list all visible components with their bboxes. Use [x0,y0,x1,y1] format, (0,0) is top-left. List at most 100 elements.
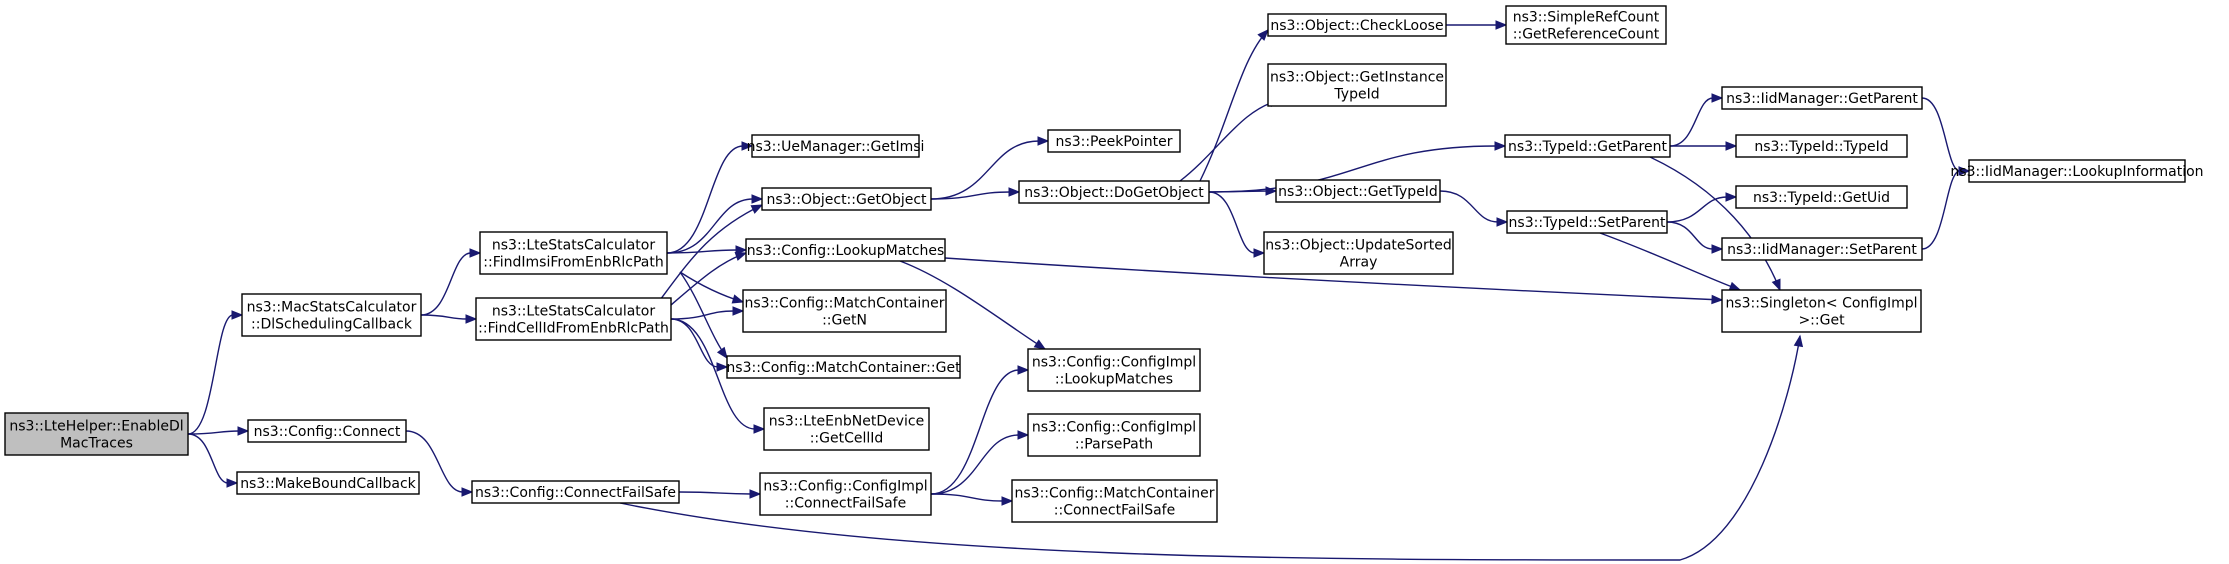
arrowhead-icon [1711,93,1724,103]
node-ns3-singleton-configimpl-get[interactable]: ns3::Singleton< ConfigImpl >::Get [1721,289,1922,333]
node-ns3-config-configimpl-parsepath[interactable]: ns3::Config::ConfigImpl::ParsePath [1027,413,1201,457]
node-ns3-macstatscalculator-dlschedulingcallback[interactable]: ns3::MacStatsCalculator::DlSchedulingCal… [241,293,422,337]
node-ns3-simplerefcount-getreferencecount[interactable]: ns3::SimpleRefCount::GetReferenceCount [1505,5,1667,45]
node-label: ::FindCellIdFromEnbRlcPath [478,321,669,337]
edge-line [1208,191,1256,254]
node-ns3-config-connectfailsafe[interactable]: ns3::Config::ConnectFailSafe [471,480,680,504]
node-ns3-typeid-typeid[interactable]: ns3::TypeId::TypeId [1735,134,1908,158]
node-label: ns3::Config::ConfigImpl [763,479,927,495]
edge-n5-n8 [659,204,764,301]
node-box [1275,179,1441,203]
edge-n15-n19 [1199,29,1269,182]
node-label: ns3::Object::GetObject [766,192,927,208]
node-ns3-lteenbnetdevice-getcellid[interactable]: ns3::LteEnbNetDevice::GetCellId [763,407,930,451]
node-ns3-config-matchcontainer-getn[interactable]: ns3::Config::MatchContainer::GetN [742,289,947,333]
node-ns3-object-dogetobject[interactable]: ns3::Object::DoGetObject [1018,180,1210,204]
node-box [751,134,920,158]
node-ns3-iidmanager-getparent[interactable]: ns3::IidManager::GetParent [1721,86,1923,110]
edge-n15-n20 [1179,97,1282,182]
node-ns3-peekpointer[interactable]: ns3::PeekPointer [1047,129,1181,153]
node-box [745,238,946,262]
edge-line [930,493,1004,502]
edge-line [187,430,240,435]
node-ns3-object-checkloose[interactable]: ns3::Object::CheckLoose [1267,13,1447,37]
edge-n13-n18 [930,493,1014,506]
node-ns3-ltestatscalculator-findimsifromenbrlcpath[interactable]: ns3::LteStatsCalculator::FindImsiFromEnb… [479,231,668,275]
arrowhead-icon [716,346,728,360]
edge-line [670,310,735,320]
edge-n1-n5 [420,314,478,324]
arrowhead-icon [751,194,764,204]
edge-n4-n11 [679,271,728,360]
node-ns3-typeid-getuid[interactable]: ns3::TypeId::GetUid [1735,185,1908,209]
node-label: TypeId [1333,87,1379,103]
edge-n1-n4 [420,248,482,316]
node-label: ns3::Config::ConnectFailSafe [475,485,676,501]
arrowhead-icon [231,310,244,320]
edge-n6-n30 [619,334,1804,561]
node-box [742,289,947,333]
node-box [1504,134,1671,158]
node-box [1735,185,1908,209]
edge-line [187,314,234,435]
arrowhead-icon [461,487,474,497]
arrowhead-icon [1496,217,1509,227]
node-ns3-ltestatscalculator-findcellidfromenbrlcpath[interactable]: ns3::LteStatsCalculator::FindCellIdFromE… [475,297,672,341]
edge-n4-n9 [666,245,748,255]
node-label: ns3::LteStatsCalculator [492,238,655,254]
node-ns3-object-getobject[interactable]: ns3::Object::GetObject [761,187,932,211]
node-ns3-config-configimpl-lookupmatches[interactable]: ns3::Config::ConfigImpl::LookupMatches [1027,348,1201,392]
node-box [1506,210,1668,234]
node-ns3-iidmanager-setparent[interactable]: ns3::IidManager::SetParent [1721,237,1923,261]
node-box [1011,479,1218,523]
edge-line [666,249,738,254]
edge-n8-n14 [930,136,1050,200]
arrowhead-icon [734,251,748,261]
edge-n0-n2 [187,426,250,436]
node-box [1721,289,1922,333]
node-ns3-config-connect[interactable]: ns3::Config::Connect [247,419,407,443]
edge-line [619,335,1801,561]
node-ns3-config-matchcontainer-connectfailsafe[interactable]: ns3::Config::MatchContainer::ConnectFail… [1011,479,1218,523]
node-ns3-config-configimpl-connectfailsafe[interactable]: ns3::Config::ConfigImpl::ConnectFailSafe [759,472,932,516]
node-box [726,355,961,379]
edge-n29-n31 [1921,166,1971,250]
arrowhead-icon [1495,20,1508,30]
edge-n6-n13 [678,489,762,499]
node-ns3-config-matchcontainer-get[interactable]: ns3::Config::MatchContainer::Get [726,355,961,379]
node-ns3-makeboundcallback[interactable]: ns3::MakeBoundCallback [236,471,420,495]
node-ns3-config-lookupmatches[interactable]: ns3::Config::LookupMatches [745,238,946,262]
node-box [475,297,672,341]
edge-line [1208,145,1497,193]
node-ns3-typeid-getparent[interactable]: ns3::TypeId::GetParent [1504,134,1671,158]
node-ns3-object-gettypeid[interactable]: ns3::Object::GetTypeId [1275,179,1441,203]
node-label: ns3::Config::ConfigImpl [1032,355,1196,371]
node-ns3-typeid-setparent[interactable]: ns3::TypeId::SetParent [1506,210,1668,234]
node-label: Array [1340,255,1378,271]
edge-layer [187,20,1971,561]
node-label: ::DlSchedulingCallback [251,317,413,333]
arrowhead-icon [1257,29,1269,41]
node-ns3-iidmanager-lookupinformation[interactable]: ns3::IidManager::LookupInformation [1950,159,2204,183]
node-label: ns3::Object::DoGetObject [1024,185,1204,201]
node-label: ns3::MacStatsCalculator [247,300,417,316]
arrowhead-icon [1725,141,1738,151]
arrowhead-icon [1711,294,1724,305]
edge-line [930,369,1020,495]
edge-n4-n10 [679,271,745,304]
node-label: ::ConnectFailSafe [1054,503,1175,519]
arrowhead-icon [1008,187,1021,197]
arrowhead-icon [1793,334,1804,348]
edge-line [659,204,763,301]
arrowhead-icon [753,424,766,434]
node-label: ::GetReferenceCount [1513,27,1660,43]
edge-line [670,318,756,430]
arrowhead-icon [1728,281,1742,291]
node-label: ns3::Singleton< ConfigImpl [1725,296,1917,312]
edge-n13-n17 [930,430,1030,495]
edge-n8-n15 [930,187,1021,200]
edge-n15-n22 [1208,191,1266,258]
node-ns3-uemanager-getimsi[interactable]: ns3::UeManager::GetImsi [747,134,925,158]
